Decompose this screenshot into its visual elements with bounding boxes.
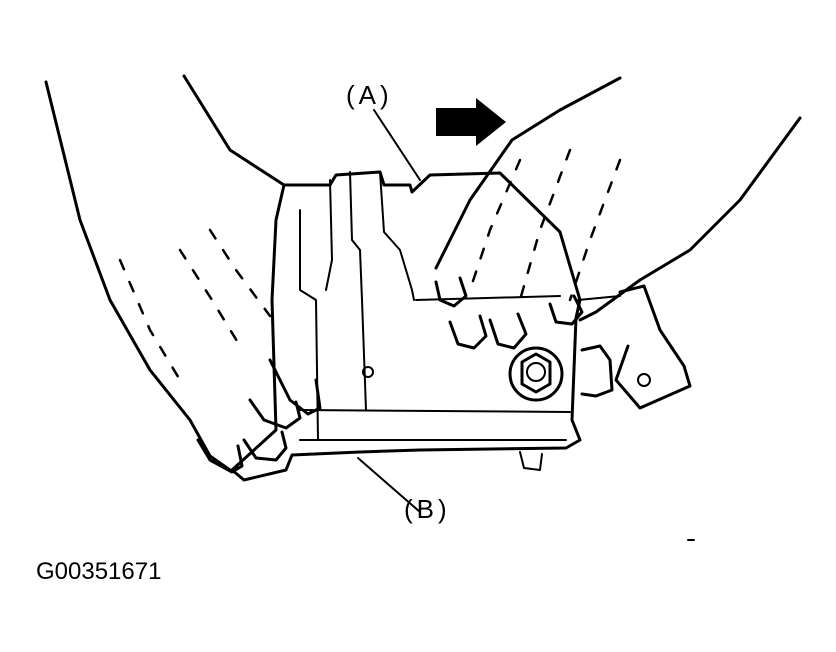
callout-label-a: (A) — [346, 80, 393, 110]
leader-line-b — [357, 457, 421, 513]
right-arrow-icon — [436, 98, 506, 146]
caliper-body — [230, 170, 582, 482]
left-hand — [44, 74, 322, 474]
leader-line-a — [373, 109, 421, 181]
callout-label-b: (B) — [404, 494, 451, 524]
figure-id: G00351671 — [36, 558, 162, 585]
bolt-icon — [508, 346, 564, 402]
caliper-fitting — [577, 284, 692, 410]
right-hand — [434, 76, 802, 350]
